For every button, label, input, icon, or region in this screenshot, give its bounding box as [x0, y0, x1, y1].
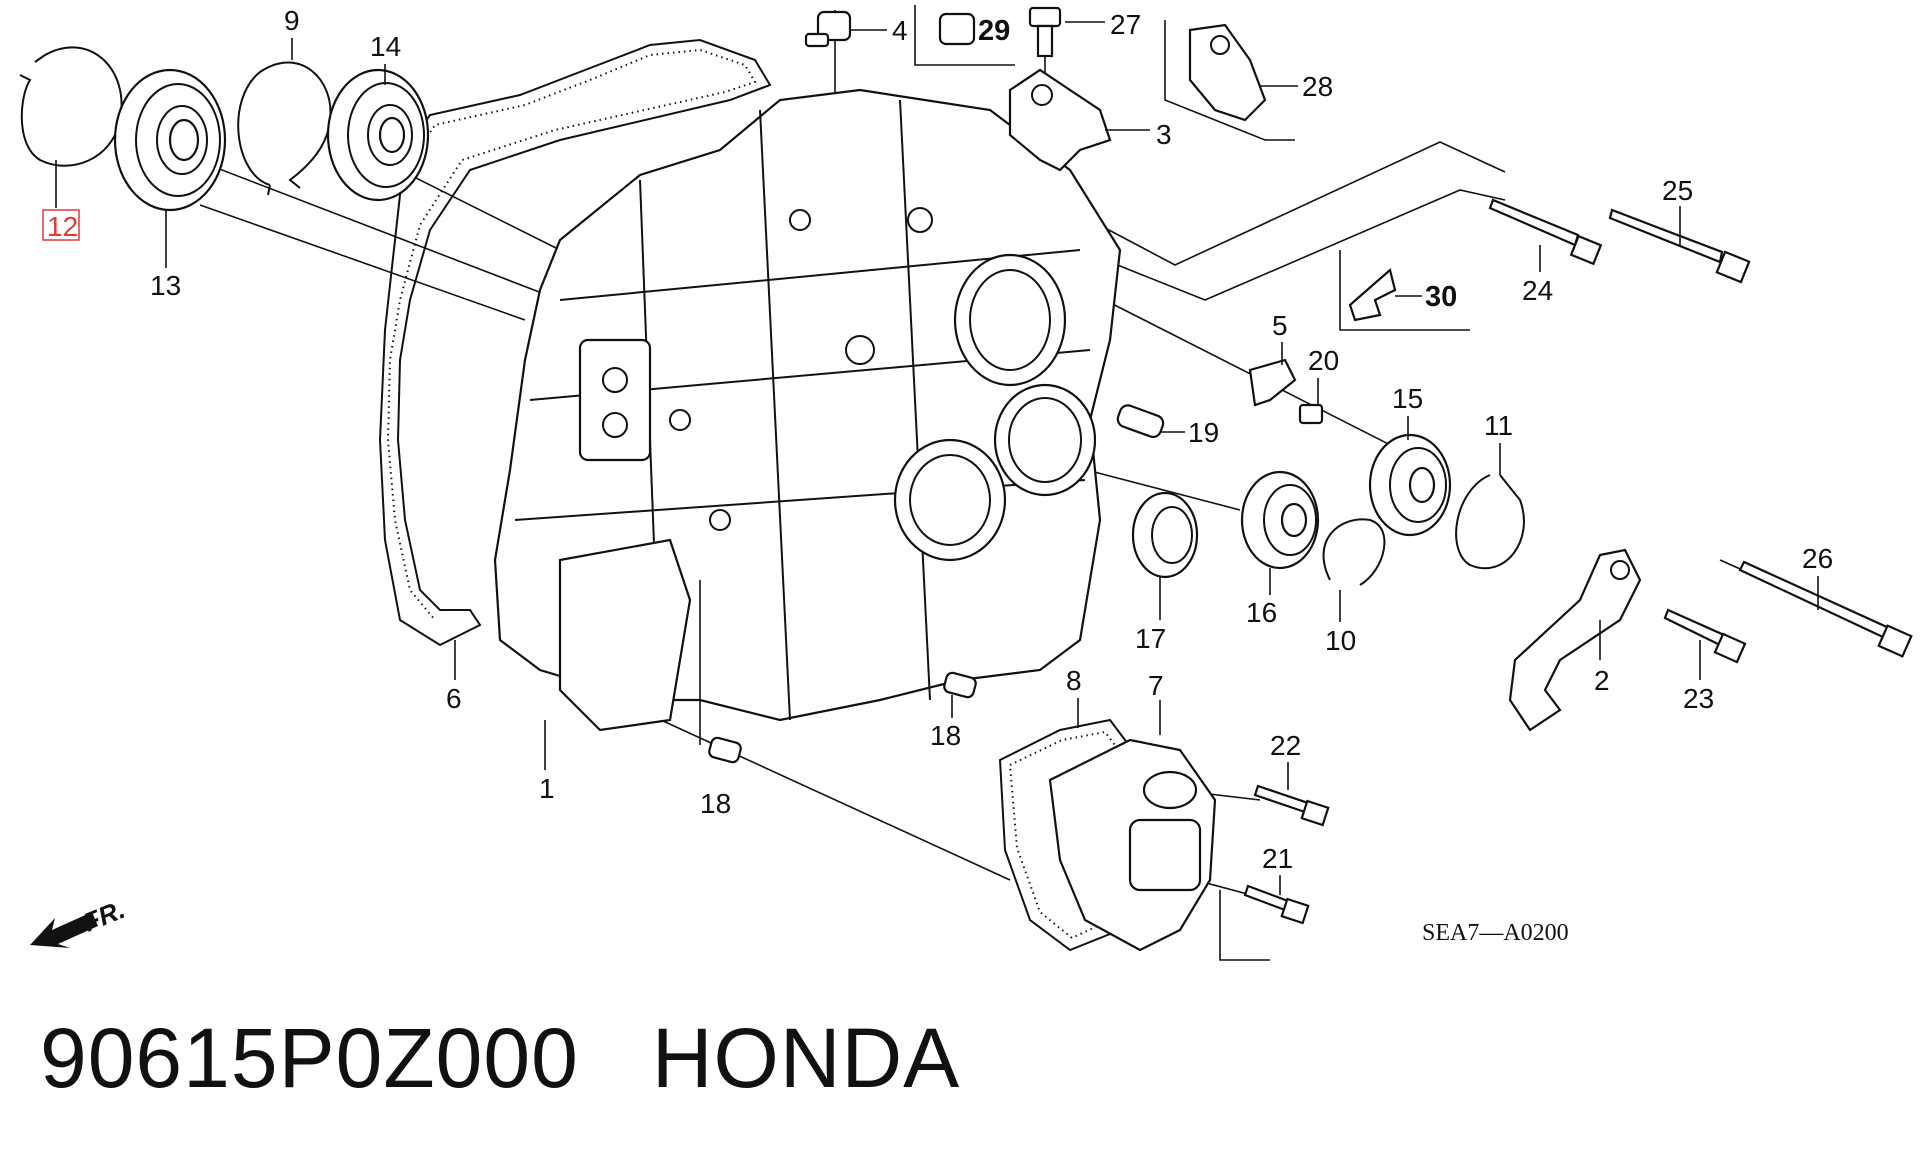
bearing-13	[113, 68, 227, 212]
bearing-15	[1368, 433, 1452, 537]
callout-7: 7	[1148, 670, 1164, 701]
bracket-28	[1164, 20, 1295, 141]
callout-22: 22	[1270, 730, 1301, 761]
bearing-14	[326, 68, 430, 202]
bolt-26	[1738, 560, 1913, 658]
callout-12: 12	[47, 211, 78, 242]
bracket-2	[1508, 548, 1642, 732]
callout-26: 26	[1802, 543, 1833, 574]
callout-28: 28	[1302, 71, 1333, 102]
callout-16: 16	[1246, 597, 1277, 628]
callout-19: 19	[1188, 417, 1219, 448]
callout-21: 21	[1262, 843, 1293, 874]
callout-11: 11	[1484, 410, 1513, 441]
bolt-21	[1219, 884, 1310, 961]
callout-18-lower: 18	[700, 788, 731, 819]
callout-3: 3	[1156, 119, 1172, 150]
bracket-3	[1008, 68, 1112, 172]
callout-8: 8	[1066, 665, 1082, 696]
bolt-27	[1028, 6, 1062, 58]
snap-ring-9	[237, 61, 332, 196]
end-cover-7	[1048, 738, 1217, 952]
snap-ring-11	[1455, 474, 1525, 570]
callout-13: 13	[150, 270, 181, 301]
callout-20: 20	[1308, 345, 1339, 376]
callout-labels: 1 2 3 4 5 6 7 8 9 10 11 12 13 14 15 16 1…	[42, 5, 1833, 874]
callout-24: 24	[1522, 275, 1553, 306]
part-caption: 90615P0Z000 HONDA	[40, 1010, 960, 1107]
transmission-case-1	[493, 88, 1122, 732]
callout-29: 29	[978, 15, 1010, 47]
callout-4: 4	[892, 15, 908, 46]
callout-15: 15	[1392, 383, 1423, 414]
snap-ring-10	[1322, 518, 1386, 586]
bearing-16	[1240, 470, 1320, 570]
bracket-5	[1248, 358, 1297, 407]
callout-leaders	[55, 21, 1819, 895]
gasket-6	[378, 38, 772, 647]
callout-25: 25	[1662, 175, 1693, 206]
callout-14: 14	[370, 31, 401, 62]
snap-ring-12	[19, 46, 123, 167]
part-number: 90615P0Z000	[40, 1011, 579, 1105]
callout-6: 6	[446, 683, 462, 714]
callout-9: 9	[284, 5, 300, 36]
callout-10: 10	[1325, 625, 1356, 656]
callout-17: 17	[1135, 623, 1166, 654]
dowel-19	[1116, 404, 1165, 439]
callout-18-upper: 18	[930, 720, 961, 751]
dowel-18-upper	[943, 671, 977, 699]
clip-30	[1339, 250, 1470, 331]
callout-23: 23	[1683, 683, 1714, 714]
bolt-24	[1488, 198, 1603, 266]
bolt-25	[1608, 208, 1751, 284]
oil-seal-17	[1131, 491, 1199, 579]
diagram-reference-code: SEA7—A0200	[1422, 920, 1569, 946]
brand-name: HONDA	[651, 1011, 961, 1105]
bolt-22	[1253, 784, 1330, 827]
dowel-18-lower	[699, 580, 742, 764]
bolt-20	[1298, 403, 1324, 425]
cap-29	[914, 5, 1015, 66]
callout-2: 2	[1594, 665, 1610, 696]
callout-27: 27	[1110, 9, 1141, 40]
callout-1: 1	[539, 773, 555, 804]
callout-5: 5	[1272, 310, 1288, 341]
callout-12-highlight	[42, 209, 80, 241]
callout-30: 30	[1425, 281, 1457, 313]
front-direction-arrow: FR.	[30, 894, 129, 948]
fitting-4	[804, 10, 852, 48]
bolt-23	[1663, 608, 1747, 664]
